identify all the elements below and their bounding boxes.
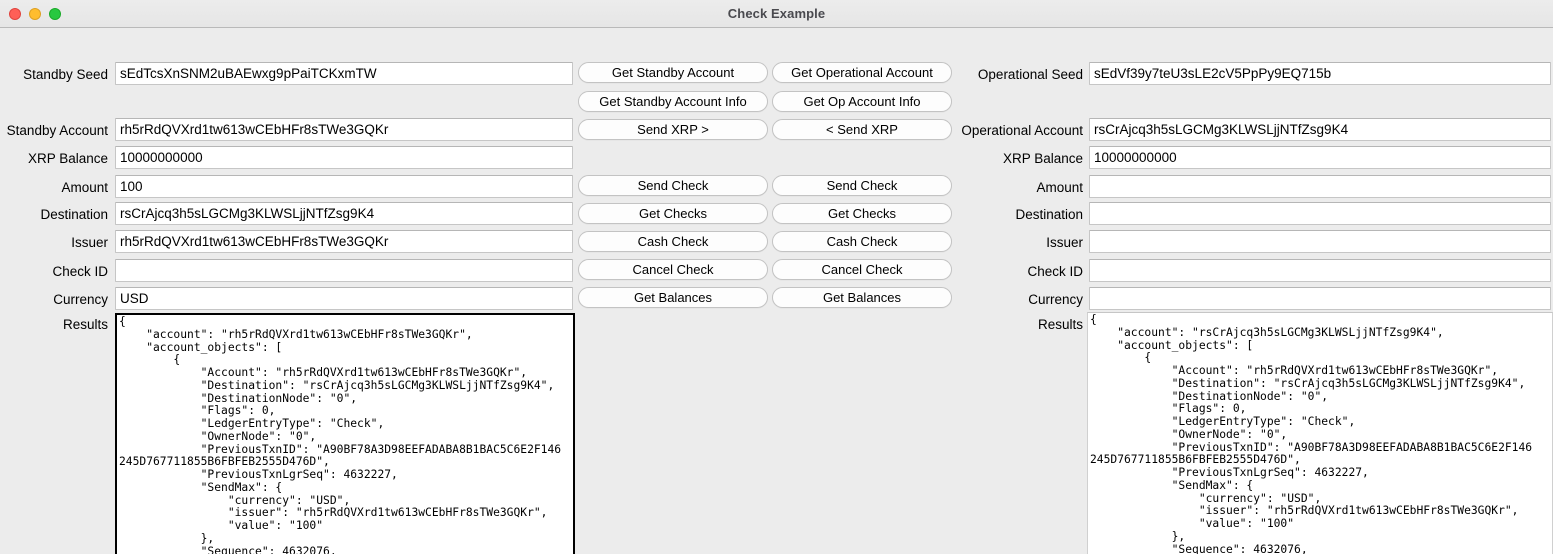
standby-xrp-balance-label: XRP Balance — [27, 151, 108, 166]
get-standby-account-info-button[interactable]: Get Standby Account Info — [578, 91, 768, 112]
standby-account-label: Standby Account — [6, 123, 108, 138]
send-xrp-left-button[interactable]: < Send XRP — [772, 119, 952, 140]
window-title: Check Example — [727, 6, 826, 21]
standby-check-id-label: Check ID — [52, 264, 108, 279]
standby-results-label: Results — [62, 317, 108, 332]
standby-amount-label: Amount — [61, 180, 108, 195]
operational-check-id-input[interactable] — [1089, 259, 1551, 282]
standby-issuer-input[interactable]: rh5rRdQVXrd1tw613wCEbHFr8sTWe3GQKr — [115, 230, 573, 253]
send-check-standby-button[interactable]: Send Check — [578, 175, 768, 196]
get-checks-standby-button[interactable]: Get Checks — [578, 203, 768, 224]
standby-currency-label: Currency — [53, 292, 108, 307]
send-check-operational-button[interactable]: Send Check — [772, 175, 952, 196]
get-balances-operational-button[interactable]: Get Balances — [772, 287, 952, 308]
operational-amount-input[interactable] — [1089, 175, 1551, 198]
title-bar: Check Example — [0, 0, 1553, 28]
operational-issuer-input[interactable] — [1089, 230, 1551, 253]
operational-xrp-balance-input[interactable]: 10000000000 — [1089, 146, 1551, 169]
operational-check-id-label: Check ID — [1027, 264, 1083, 279]
operational-results-label: Results — [1037, 317, 1083, 332]
operational-seed-input[interactable]: sEdVf39y7teU3sLE2cV5PpPy9EQ715b — [1089, 62, 1551, 85]
cancel-check-operational-button[interactable]: Cancel Check — [772, 259, 952, 280]
get-op-account-info-button[interactable]: Get Op Account Info — [772, 91, 952, 112]
send-xrp-right-button[interactable]: Send XRP > — [578, 119, 768, 140]
operational-destination-input[interactable] — [1089, 202, 1551, 225]
get-standby-account-button[interactable]: Get Standby Account — [578, 62, 768, 83]
operational-account-label: Operational Account — [961, 123, 1083, 138]
operational-results-textarea[interactable]: { "account": "rsCrAjcq3h5sLGCMg3KLWSLjjN… — [1087, 312, 1553, 554]
get-operational-account-button[interactable]: Get Operational Account — [772, 62, 952, 83]
operational-xrp-balance-label: XRP Balance — [1002, 151, 1083, 166]
standby-seed-input[interactable]: sEdTcsXnSNM2uBAEwxg9pPaiTCKxmTW — [115, 62, 573, 85]
operational-amount-label: Amount — [1036, 180, 1083, 195]
minimize-button[interactable] — [29, 7, 41, 20]
close-button[interactable] — [9, 7, 21, 20]
operational-destination-label: Destination — [1015, 207, 1083, 222]
standby-check-id-input[interactable] — [115, 259, 573, 282]
standby-destination-input[interactable]: rsCrAjcq3h5sLGCMg3KLWSLjjNTfZsg9K4 — [115, 202, 573, 225]
cash-check-operational-button[interactable]: Cash Check — [772, 231, 952, 252]
standby-account-input[interactable]: rh5rRdQVXrd1tw613wCEbHFr8sTWe3GQKr — [115, 118, 573, 141]
standby-destination-label: Destination — [40, 207, 108, 222]
maximize-button[interactable] — [49, 7, 61, 20]
main-content: Standby Seed Standby Account XRP Balance… — [0, 28, 1553, 554]
standby-amount-input[interactable]: 100 — [115, 175, 573, 198]
standby-issuer-label: Issuer — [71, 235, 108, 250]
operational-currency-input[interactable] — [1089, 287, 1551, 310]
cancel-check-standby-button[interactable]: Cancel Check — [578, 259, 768, 280]
standby-currency-input[interactable]: USD — [115, 287, 573, 310]
get-checks-operational-button[interactable]: Get Checks — [772, 203, 952, 224]
standby-results-textarea[interactable]: { "account": "rh5rRdQVXrd1tw613wCEbHFr8s… — [115, 313, 575, 554]
operational-seed-label: Operational Seed — [977, 67, 1083, 82]
standby-seed-label: Standby Seed — [23, 67, 108, 82]
window-controls — [9, 7, 61, 20]
standby-xrp-balance-input[interactable]: 10000000000 — [115, 146, 573, 169]
operational-issuer-label: Issuer — [1046, 235, 1083, 250]
cash-check-standby-button[interactable]: Cash Check — [578, 231, 768, 252]
operational-currency-label: Currency — [1028, 292, 1083, 307]
get-balances-standby-button[interactable]: Get Balances — [578, 287, 768, 308]
operational-account-input[interactable]: rsCrAjcq3h5sLGCMg3KLWSLjjNTfZsg9K4 — [1089, 118, 1551, 141]
